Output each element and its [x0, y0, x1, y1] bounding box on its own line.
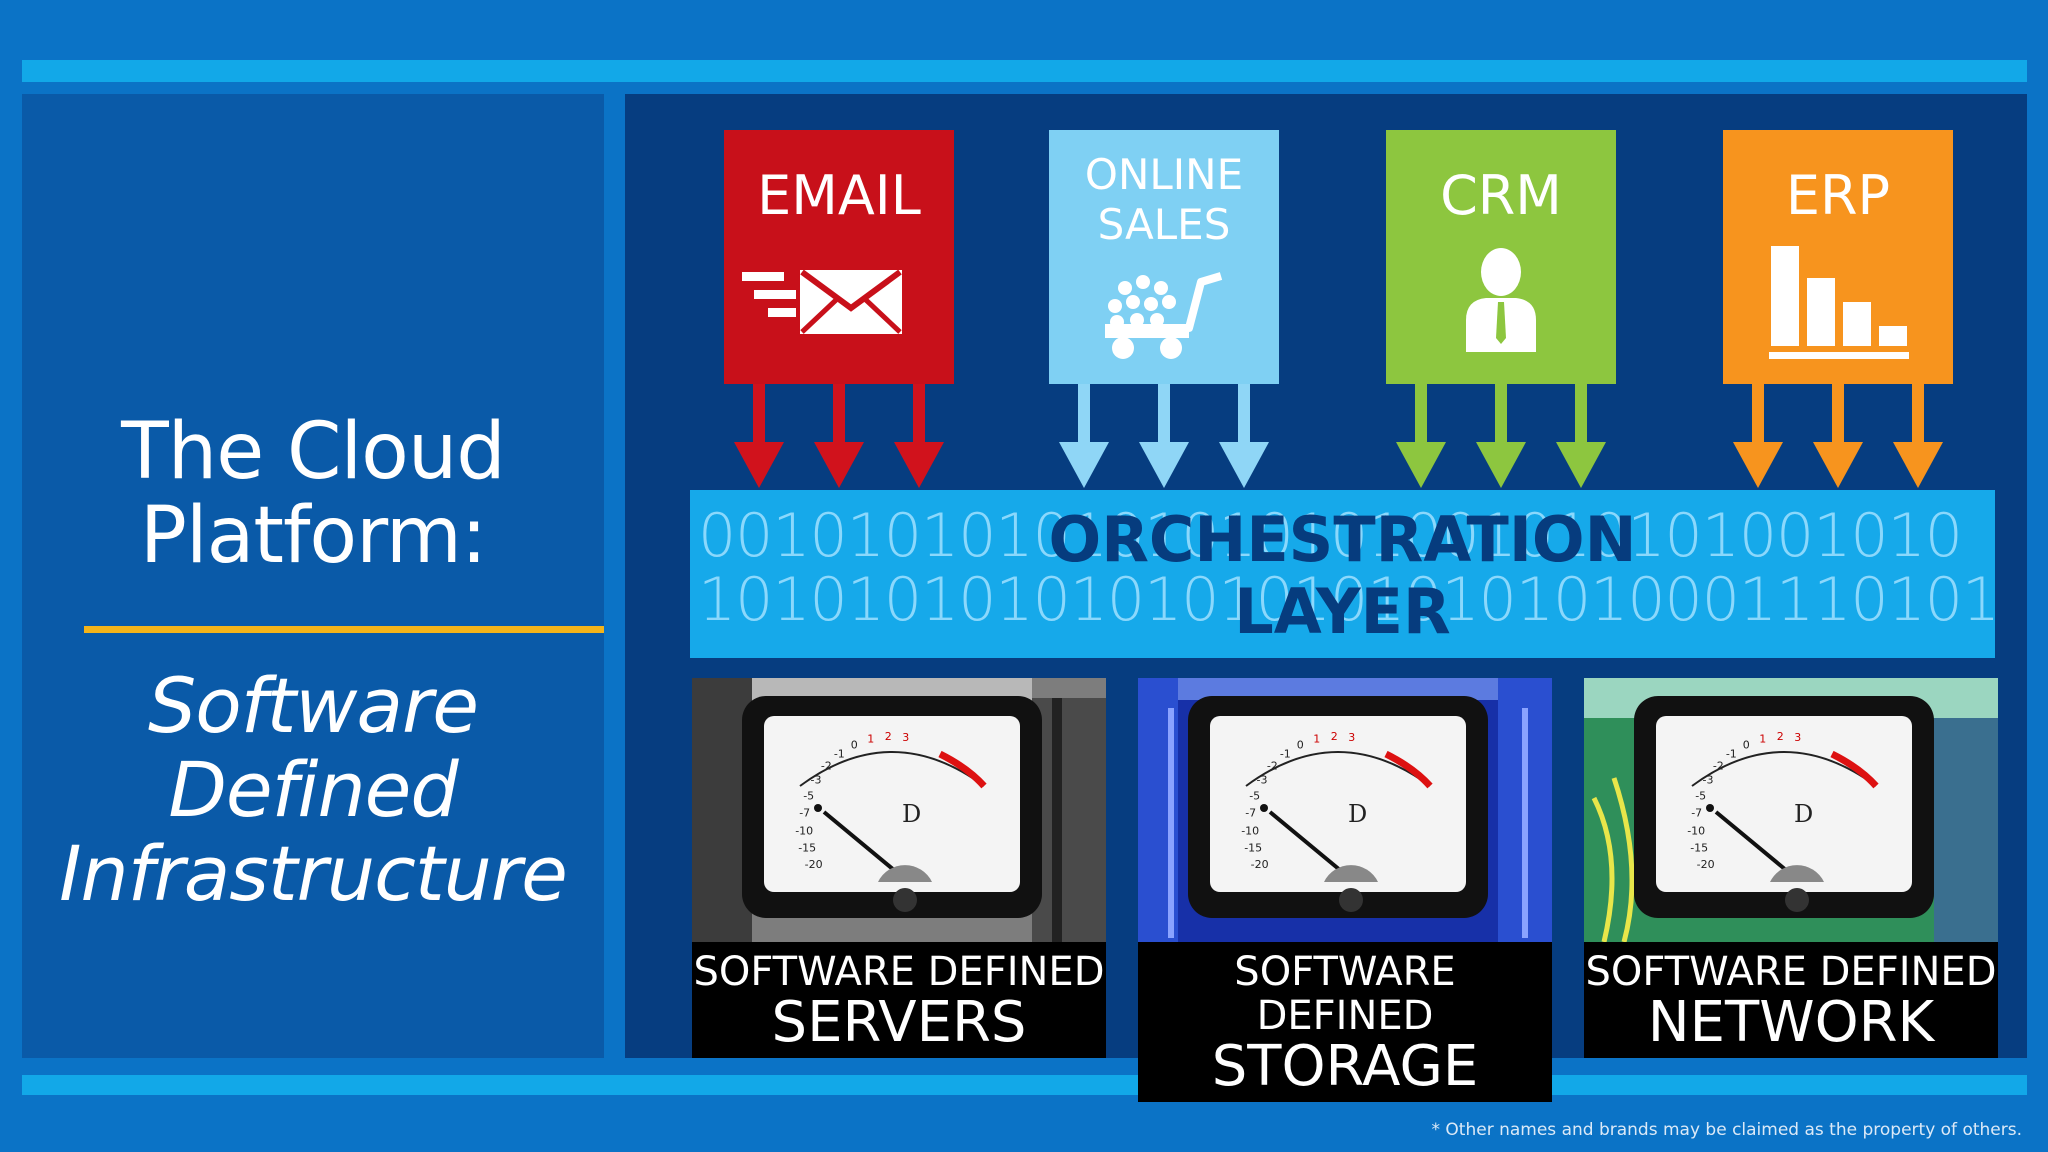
- svg-text:D: D: [1348, 800, 1367, 828]
- gauge-scale-label: -15: [798, 842, 816, 855]
- gauge-scale-label: 3: [902, 731, 909, 744]
- gauge-scale-label: -7: [1245, 807, 1256, 820]
- gauge-scale-label: -10: [1687, 824, 1705, 837]
- svg-text:D: D: [1794, 800, 1813, 828]
- svg-text:D: D: [902, 800, 921, 828]
- orchestration-title: ORCHESTRATION LAYER: [690, 504, 1995, 648]
- title-line-2: Platform:: [139, 491, 487, 581]
- footnote: * Other names and brands may be claimed …: [1431, 1120, 2022, 1140]
- slide-title: The Cloud Platform:: [22, 410, 604, 578]
- gauge-scale-label: -1: [834, 748, 845, 761]
- gauge-scale-label: 1: [1313, 733, 1320, 746]
- title-line-1: The Cloud: [121, 407, 506, 497]
- gauge-scale-label: -3: [1257, 774, 1268, 787]
- card-caption-servers: SOFTWARE DEFINED SERVERS: [692, 942, 1106, 1058]
- gauge-scale-label: -20: [1251, 858, 1269, 871]
- gauge-scale-label: -7: [1691, 807, 1702, 820]
- app-label-sales: SALES: [1097, 200, 1231, 249]
- card-caption-line-1: SOFTWARE DEFINED: [693, 949, 1105, 995]
- card-caption-line-1: SOFTWARE DEFINED: [1585, 949, 1997, 995]
- binary-line-1: 0010101010101010101001010101001010: [698, 501, 1963, 571]
- arrows-crm: [1396, 384, 1606, 488]
- orchestration-title-line-2: LAYER: [1234, 575, 1451, 648]
- gauge-scale-label: -1: [1280, 748, 1291, 761]
- left-panel: The Cloud Platform: Software Defined Inf…: [22, 94, 604, 1058]
- gauge-scale-label: -15: [1244, 842, 1262, 855]
- app-label-email: EMAIL: [757, 164, 921, 227]
- envelope-icon: [742, 269, 902, 334]
- app-tile-erp: ERP: [1723, 130, 1953, 384]
- gauge-scale-label: -5: [1695, 790, 1706, 803]
- gauge-scale-label: 3: [1348, 731, 1355, 744]
- shopping-cart-icon: [1105, 272, 1223, 359]
- gauge-scale-label: 2: [1777, 730, 1784, 743]
- person-icon: [1466, 248, 1536, 352]
- gauge-scale-label: -15: [1690, 842, 1708, 855]
- card-caption-line-1: SOFTWARE: [1234, 949, 1456, 995]
- app-label-erp: ERP: [1785, 164, 1891, 227]
- gauge-scale-label: -10: [795, 824, 813, 837]
- gauge-scale-label: -5: [803, 790, 814, 803]
- card-caption-network: SOFTWARE DEFINED NETWORK: [1584, 942, 1998, 1058]
- arrows-erp: [1733, 384, 1943, 488]
- gauge-scale-label: -2: [1713, 759, 1724, 772]
- subtitle-line-2: Infrastructure: [59, 829, 568, 918]
- subtitle-line-1: Software Defined: [147, 661, 479, 834]
- gauge-scale-label: 3: [1794, 731, 1801, 744]
- gauge-scale-label: -3: [811, 774, 822, 787]
- gauge-scale-label: 0: [1297, 739, 1304, 752]
- gauge-scale-label: 0: [851, 739, 858, 752]
- app-label-online: ONLINE: [1084, 150, 1244, 199]
- gauge-scale-label: -7: [799, 807, 810, 820]
- gauge-scale-label: -3: [1703, 774, 1714, 787]
- orchestration-layer: 0010101010101010101001010101001010 10101…: [690, 490, 1995, 658]
- gauge-scale-label: 2: [885, 730, 892, 743]
- arrows-online-sales: [1059, 384, 1269, 488]
- gauge-scale-label: -2: [1267, 759, 1278, 772]
- card-caption-line-2: STORAGE: [1211, 1034, 1479, 1099]
- app-tile-email: EMAIL: [724, 130, 954, 384]
- top-accent-bar: [22, 60, 2027, 82]
- gauge-scale-label: -2: [821, 759, 832, 772]
- app-label-online-sales: ONLINE SALES: [1049, 150, 1279, 250]
- gauge-scale-label: 1: [1759, 733, 1766, 746]
- card-caption-storage: SOFTWARE DEFINED STORAGE: [1138, 942, 1552, 1102]
- gauge-scale-label: 0: [1743, 739, 1750, 752]
- card-caption-line-2: SERVERS: [771, 990, 1027, 1055]
- card-caption-line-1b: DEFINED: [1256, 993, 1434, 1039]
- gauge-scale-label: 1: [867, 733, 874, 746]
- app-tile-crm: CRM: [1386, 130, 1616, 384]
- arrows-email: [734, 384, 944, 488]
- gauge-scale-label: 2: [1331, 730, 1338, 743]
- bar-chart-icon: [1769, 246, 1909, 359]
- app-tile-online-sales: ONLINE SALES: [1049, 130, 1279, 384]
- gauge-scale-label: -20: [1697, 858, 1715, 871]
- gauge-scale-label: -10: [1241, 824, 1259, 837]
- gauge-scale-label: -5: [1249, 790, 1260, 803]
- divider-rule: [84, 626, 604, 633]
- slide-subtitle: Software Defined Infrastructure: [22, 664, 604, 916]
- app-label-crm: CRM: [1440, 164, 1562, 227]
- orchestration-title-line-1: ORCHESTRATION: [1048, 503, 1637, 576]
- card-caption-line-2: NETWORK: [1647, 990, 1935, 1055]
- bottom-accent-bar: [22, 1075, 2027, 1095]
- binary-line-2: 1010101010101010101010101000111010101010: [698, 565, 1995, 635]
- gauge-scale-label: -20: [805, 858, 823, 871]
- gauge-scale-label: -1: [1726, 748, 1737, 761]
